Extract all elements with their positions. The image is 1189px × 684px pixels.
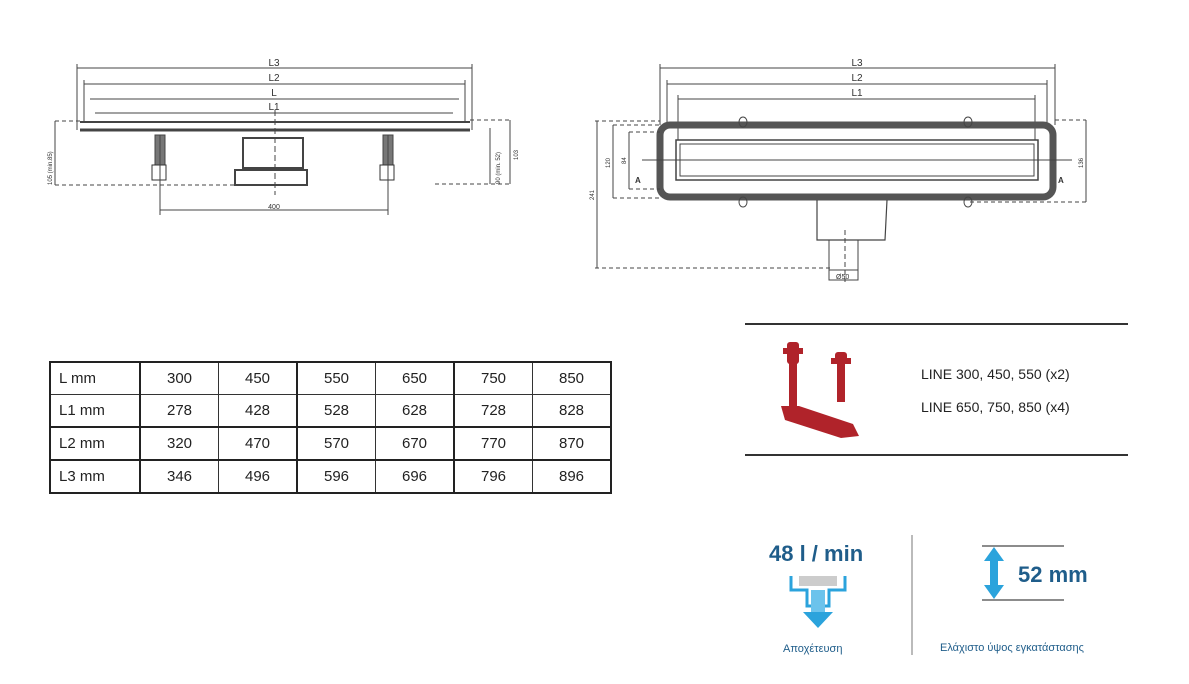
- row-header: L2 mm: [49, 426, 141, 461]
- table-cell: 496: [218, 459, 298, 494]
- table-cell: 728: [453, 394, 533, 428]
- table-cell: 278: [139, 394, 219, 428]
- dim-l1: L1: [851, 88, 863, 99]
- divider-bottom: [745, 454, 1128, 456]
- table-cell: 828: [532, 394, 612, 428]
- table-cell: 570: [296, 426, 376, 461]
- min-height-caption: Ελάχιστο ύψος εγκατάστασης: [940, 642, 1084, 654]
- table-cell: 550: [296, 361, 376, 395]
- table-cell: 470: [218, 426, 298, 461]
- min-height-icon: [982, 545, 1064, 601]
- drain-flow-icon: [789, 576, 847, 628]
- dim-l3: L3: [851, 58, 863, 69]
- support-legs-icon: [781, 342, 859, 438]
- table-cell: 750: [453, 361, 533, 395]
- table-cell: 850: [532, 361, 612, 395]
- table-cell: 596: [296, 459, 376, 494]
- dim-height-total: 103: [514, 149, 520, 160]
- dim-outlet: Ø50: [836, 274, 849, 281]
- dim-l3: L3: [268, 58, 280, 69]
- table-cell: 870: [532, 426, 612, 461]
- side-view-drawing: L3 L2 L L1 400 105 (min.85) 90 (min. 52)…: [48, 58, 520, 215]
- dim-l2: L2: [268, 73, 280, 84]
- section-mark-right: A: [1058, 176, 1064, 185]
- dim-total: 241: [590, 189, 596, 200]
- dim-leg-spacing: 400: [268, 204, 280, 211]
- row-header: L mm: [49, 361, 141, 395]
- feature-divider: [911, 535, 913, 655]
- flow-caption: Αποχέτευση: [783, 643, 843, 655]
- dim-l1: L1: [268, 102, 280, 113]
- dim-l2: L2: [851, 73, 863, 84]
- min-height-value: 52 mm: [1018, 562, 1088, 587]
- table-cell: 300: [139, 361, 219, 395]
- dim-outer-width: 120: [606, 157, 612, 168]
- table-cell: 528: [296, 394, 376, 428]
- accessory-line-1: LINE 300, 450, 550 (x2): [921, 366, 1070, 382]
- table-cell: 896: [532, 459, 612, 494]
- table-cell: 670: [375, 426, 455, 461]
- dim-height-right: 90 (min. 52): [496, 152, 502, 184]
- dim-height-left: 105 (min.85): [48, 151, 54, 185]
- section-mark-left: A: [635, 176, 641, 185]
- table-cell: 770: [453, 426, 533, 461]
- table-cell: 428: [218, 394, 298, 428]
- divider-top: [745, 323, 1128, 325]
- table-cell: 346: [139, 459, 219, 494]
- table-cell: 696: [375, 459, 455, 494]
- flow-rate-value: 48 l / min: [769, 541, 864, 566]
- row-header: L1 mm: [49, 394, 141, 428]
- accessory-line-2: LINE 650, 750, 850 (x4): [921, 399, 1070, 415]
- dim-right: 136: [1079, 157, 1085, 168]
- row-header: L3 mm: [49, 459, 141, 494]
- table-cell: 320: [139, 426, 219, 461]
- table-cell: 650: [375, 361, 455, 395]
- table-cell: 796: [453, 459, 533, 494]
- dim-l: L: [271, 88, 277, 99]
- top-view-drawing: L3 L2 L1 A A Ø50 241 120 84 136: [590, 58, 1087, 282]
- table-cell: 450: [218, 361, 298, 395]
- dim-inner-width: 84: [622, 157, 628, 164]
- table-cell: 628: [375, 394, 455, 428]
